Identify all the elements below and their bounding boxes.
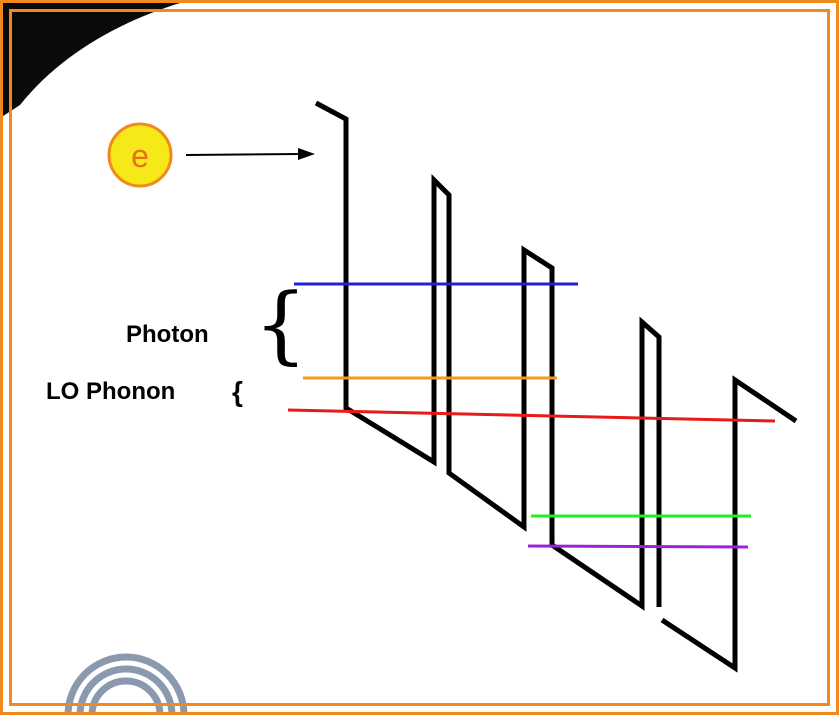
- inner-frame: [9, 9, 830, 706]
- energy-level-red: [287, 408, 776, 423]
- lo-phonon-label: LO Phonon: [46, 378, 176, 405]
- barrier-1: [314, 100, 662, 611]
- photon-brace: {: [254, 275, 308, 373]
- electron-icon: [107, 122, 173, 188]
- concentric-arcs-logo-icon: [64, 653, 188, 715]
- swoosh-icon: [0, 0, 190, 118]
- injection-arrow-icon: [185, 148, 315, 160]
- potential-profile: [314, 100, 798, 673]
- electron-label: e: [131, 138, 149, 174]
- photon-label: Photon: [126, 321, 209, 348]
- lo-phonon-brace: {: [232, 376, 243, 407]
- barrier-2: [660, 375, 798, 673]
- energy-level-purple: [527, 544, 749, 549]
